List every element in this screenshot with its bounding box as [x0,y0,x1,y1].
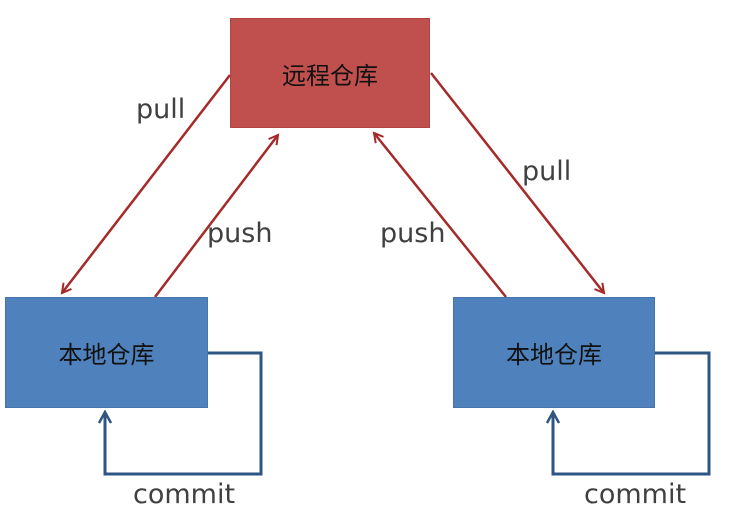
pull-left-label: pull [136,94,186,125]
local-repo-right-label: 本地仓库 [506,341,602,369]
commit-left-label: commit [133,479,236,510]
pull-left-arrow [62,74,231,293]
local-repo-left-label: 本地仓库 [58,341,155,369]
commit-right-arrow [553,351,711,476]
commit-right-label: commit [584,479,687,510]
push-right-label: push [380,218,446,249]
pull-right-label: pull [522,156,572,187]
push-right-arrow [374,133,507,298]
remote-repo-label: 远程仓库 [282,61,378,90]
pull-right-arrow [430,72,604,293]
local-repo-right-node: 本地仓库 [453,297,655,408]
commit-left-arrow [105,351,263,476]
remote-repo-node: 远程仓库 [230,18,430,128]
push-left-label: push [207,218,273,249]
local-repo-left-node: 本地仓库 [5,297,208,408]
push-left-arrow [154,135,278,298]
